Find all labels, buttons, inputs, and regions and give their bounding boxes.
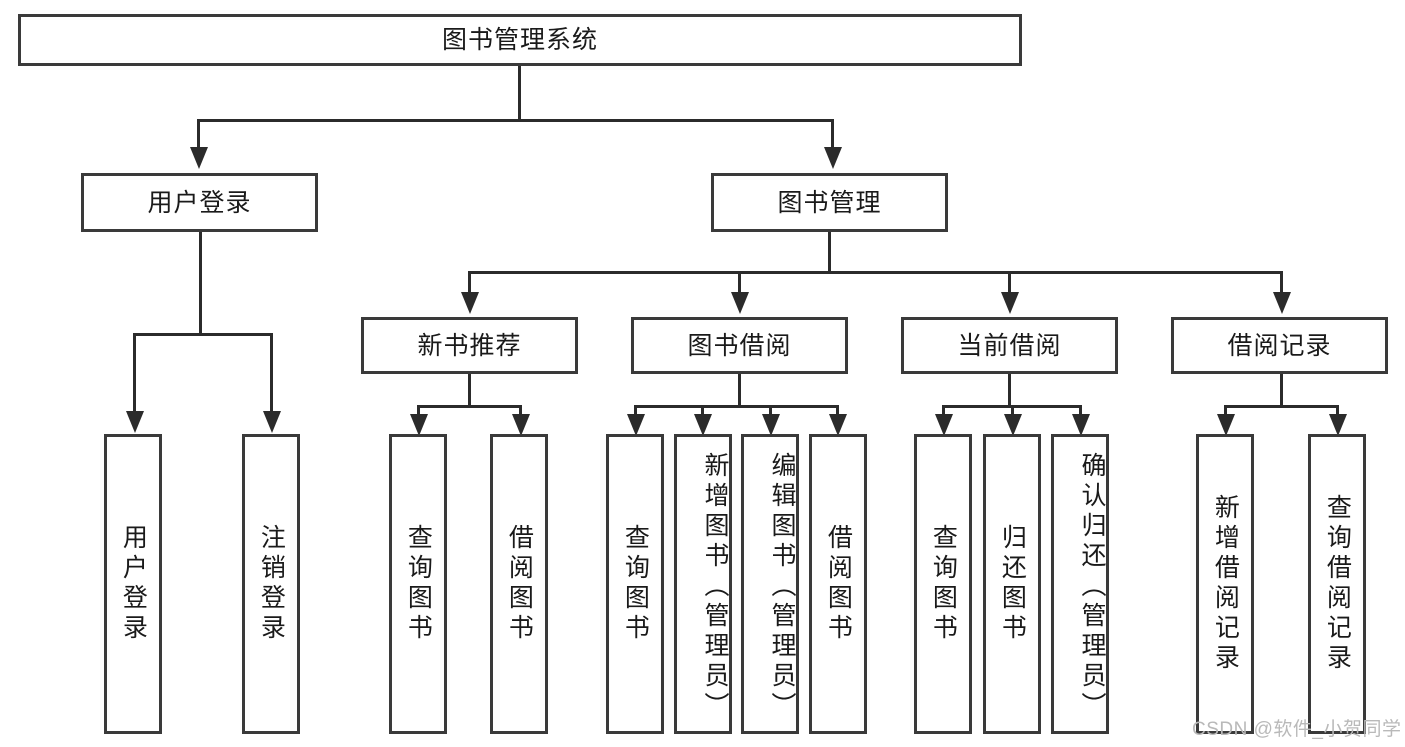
- arrow-book-borrow-leaf-3: [762, 414, 780, 436]
- connector-book-borrow-drop-3: [769, 405, 772, 419]
- node-current-borrow[interactable]: 当前借阅: [901, 317, 1118, 374]
- node-label: 归还图书: [998, 524, 1027, 644]
- node-label: 查询图书: [621, 524, 650, 644]
- connector-root-stem: [518, 66, 521, 121]
- connector-root-bus: [197, 119, 834, 122]
- connector-borrow-record-drop-1: [1224, 405, 1227, 419]
- node-book-management[interactable]: 图书管理: [711, 173, 948, 232]
- node-book-borrow[interactable]: 图书借阅: [631, 317, 848, 374]
- leaf-query-book-current[interactable]: 查询图书: [914, 434, 972, 734]
- arrow-book-borrow-leaf-2: [694, 414, 712, 436]
- node-new-book-recommend[interactable]: 新书推荐: [361, 317, 578, 374]
- node-label: 用户登录: [147, 188, 252, 217]
- leaf-user-login[interactable]: 用户登录: [104, 434, 162, 734]
- connector-new-book-bus: [417, 405, 522, 408]
- connector-book-mgmt-stem: [828, 232, 831, 274]
- connector-book-borrow-drop-4: [836, 405, 839, 419]
- leaf-edit-book-admin[interactable]: 编辑图书（管理员）: [741, 434, 799, 734]
- node-label: 新增图书（管理员）: [701, 452, 729, 722]
- node-label: 确认归还（管理员）: [1078, 452, 1106, 722]
- connector-borrow-record-bus: [1224, 405, 1339, 408]
- connector-book-mgmt-drop-4: [1280, 271, 1283, 295]
- node-root-system[interactable]: 图书管理系统: [18, 14, 1022, 66]
- node-label: 编辑图书（管理员）: [768, 452, 796, 722]
- arrow-book-mgmt-child-1: [461, 292, 479, 314]
- arrow-borrow-record-leaf-1: [1217, 414, 1235, 436]
- node-label: 查询图书: [929, 524, 958, 644]
- node-label: 新书推荐: [417, 331, 522, 360]
- arrow-root-to-book-mgmt: [824, 147, 842, 169]
- connector-new-book-drop-2: [519, 405, 522, 419]
- node-label: 查询借阅记录: [1323, 494, 1352, 674]
- leaf-return-book[interactable]: 归还图书: [983, 434, 1041, 734]
- connector-book-mgmt-drop-3: [1008, 271, 1011, 295]
- connector-current-borrow-drop-3: [1079, 405, 1082, 419]
- node-label: 借阅图书: [824, 524, 853, 644]
- leaf-query-borrow-record[interactable]: 查询借阅记录: [1308, 434, 1366, 734]
- connector-book-mgmt-drop-2: [738, 271, 741, 295]
- connector-current-borrow-stem: [1008, 374, 1011, 407]
- connector-user-login-drop-2: [270, 333, 273, 415]
- node-label: 新增借阅记录: [1211, 494, 1240, 674]
- arrow-book-borrow-leaf-1: [627, 414, 645, 436]
- arrow-current-borrow-leaf-3: [1072, 414, 1090, 436]
- arrow-book-mgmt-child-3: [1001, 292, 1019, 314]
- connector-book-borrow-drop-2: [701, 405, 704, 419]
- connector-book-borrow-drop-1: [634, 405, 637, 419]
- node-label: 图书管理系统: [441, 26, 598, 54]
- arrow-new-book-leaf-1: [410, 414, 428, 436]
- arrow-current-borrow-leaf-2: [1004, 414, 1022, 436]
- arrow-user-login-leaf-1: [126, 411, 144, 433]
- connector-current-borrow-drop-1: [942, 405, 945, 419]
- node-user-login[interactable]: 用户登录: [81, 173, 318, 232]
- arrow-book-borrow-leaf-4: [829, 414, 847, 436]
- arrow-root-to-user-login: [190, 147, 208, 169]
- connector-borrow-record-stem: [1280, 374, 1283, 407]
- connector-root-to-book-mgmt: [831, 119, 834, 149]
- node-label: 注销登录: [257, 524, 286, 644]
- leaf-logout[interactable]: 注销登录: [242, 434, 300, 734]
- node-label: 查询图书: [404, 524, 433, 644]
- connector-root-to-user-login: [197, 119, 200, 149]
- leaf-add-book-admin[interactable]: 新增图书（管理员）: [674, 434, 732, 734]
- node-label: 当前借阅: [957, 331, 1062, 360]
- leaf-borrow-book-recommend[interactable]: 借阅图书: [490, 434, 548, 734]
- node-borrow-record[interactable]: 借阅记录: [1171, 317, 1388, 374]
- connector-current-borrow-drop-2: [1011, 405, 1014, 419]
- connector-user-login-drop-1: [133, 333, 136, 415]
- arrow-new-book-leaf-2: [512, 414, 530, 436]
- leaf-query-book-borrow[interactable]: 查询图书: [606, 434, 664, 734]
- arrow-user-login-leaf-2: [263, 411, 281, 433]
- csdn-watermark: CSDN @软件_小贺同学: [1192, 719, 1402, 740]
- arrow-borrow-record-leaf-2: [1329, 414, 1347, 436]
- leaf-add-borrow-record[interactable]: 新增借阅记录: [1196, 434, 1254, 734]
- connector-book-mgmt-bus: [468, 271, 1283, 274]
- connector-book-mgmt-drop-1: [468, 271, 471, 295]
- arrow-current-borrow-leaf-1: [935, 414, 953, 436]
- connector-book-borrow-stem: [738, 374, 741, 407]
- connector-new-book-drop-1: [417, 405, 420, 419]
- connector-borrow-record-drop-2: [1336, 405, 1339, 419]
- leaf-borrow-book[interactable]: 借阅图书: [809, 434, 867, 734]
- leaf-query-book-recommend[interactable]: 查询图书: [389, 434, 447, 734]
- leaf-confirm-return-admin[interactable]: 确认归还（管理员）: [1051, 434, 1109, 734]
- connector-new-book-stem: [468, 374, 471, 407]
- node-label: 图书管理: [777, 188, 882, 217]
- connector-book-borrow-bus: [634, 405, 839, 408]
- node-label: 图书借阅: [687, 331, 792, 360]
- arrow-book-mgmt-child-4: [1273, 292, 1291, 314]
- connector-user-login-stem: [199, 232, 202, 336]
- node-label: 用户登录: [119, 524, 148, 644]
- connector-user-login-bus: [133, 333, 273, 336]
- node-label: 借阅记录: [1227, 331, 1332, 360]
- node-label: 借阅图书: [505, 524, 534, 644]
- arrow-book-mgmt-child-2: [731, 292, 749, 314]
